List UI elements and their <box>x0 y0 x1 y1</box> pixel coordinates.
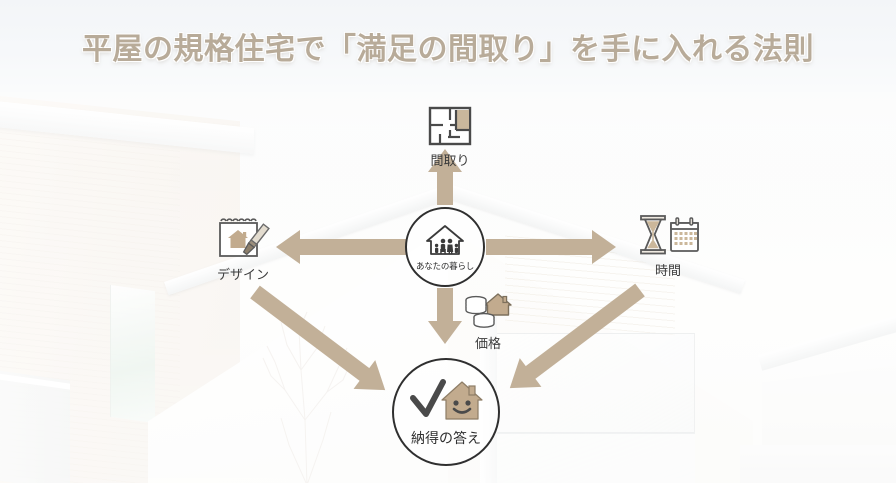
node-kakaku[interactable]: 価格 <box>445 291 531 352</box>
node-center-label: あなたの暮らし <box>415 260 475 271</box>
arrow-center-to-price <box>428 288 462 344</box>
floor-plan-icon <box>428 106 472 146</box>
coins-house-icon <box>465 293 512 328</box>
node-design[interactable]: デザイン <box>193 216 293 283</box>
check-smiling-house-icon <box>410 379 483 420</box>
madori-icon-box <box>397 104 503 148</box>
arrow-center-to-design <box>276 230 406 264</box>
node-madori-label: 間取り <box>430 153 470 168</box>
arrow-center-to-madori <box>428 149 462 205</box>
node-answer[interactable]: 納得の答え <box>392 358 500 466</box>
kakaku-icon-box <box>445 291 531 331</box>
node-design-label: デザイン <box>216 267 269 282</box>
node-time-label: 時間 <box>654 263 681 278</box>
node-center-lifestyle[interactable]: あなたの暮らし <box>405 207 485 287</box>
design-icon-box <box>193 216 293 262</box>
node-answer-label: 納得の答え <box>411 430 481 446</box>
time-icon-box <box>618 212 718 258</box>
title-bar: 平屋の規格住宅で「満足の間取り」を手に入れる法則 <box>0 0 896 92</box>
arrow-center-to-time <box>486 230 616 264</box>
photo-top-fade <box>0 0 896 92</box>
arrow-time-to-answer <box>509 283 645 389</box>
house-family-icon <box>426 224 464 255</box>
node-madori[interactable]: 間取り <box>397 104 503 169</box>
node-kakaku-label: 価格 <box>474 336 501 351</box>
node-time[interactable]: 時間 <box>618 212 718 279</box>
page-title: 平屋の規格住宅で「満足の間取り」を手に入れる法則 <box>82 33 814 66</box>
arrow-design-to-answer <box>250 285 386 391</box>
hourglass-calendar-icon <box>640 215 699 255</box>
sketchpad-brush-icon <box>219 218 270 257</box>
